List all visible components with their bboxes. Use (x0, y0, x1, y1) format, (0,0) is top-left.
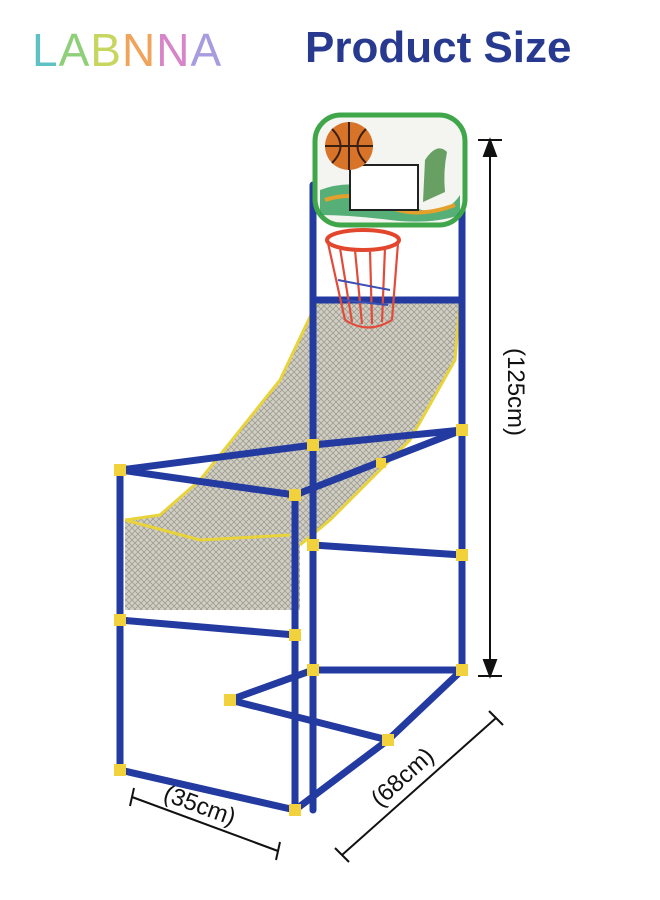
basketball-hoop (325, 228, 401, 329)
brand-letter: A (58, 24, 91, 76)
brand-letter: N (156, 24, 191, 76)
basketball-icon (325, 122, 373, 170)
backboard (312, 112, 468, 228)
brand-letter: L (32, 24, 59, 76)
dimension-width-line (129, 787, 281, 861)
brand-letter: N (121, 24, 157, 76)
brand-letter: A (190, 24, 223, 76)
dimension-height-line (478, 137, 502, 679)
dimension-height-label: (125cm) (502, 348, 529, 436)
page-title: Product Size (305, 23, 572, 72)
brand-letter: B (90, 24, 122, 76)
dimension-depth-line (334, 710, 504, 863)
connectors (114, 424, 468, 816)
brand-logo: LABNNA (32, 20, 222, 80)
